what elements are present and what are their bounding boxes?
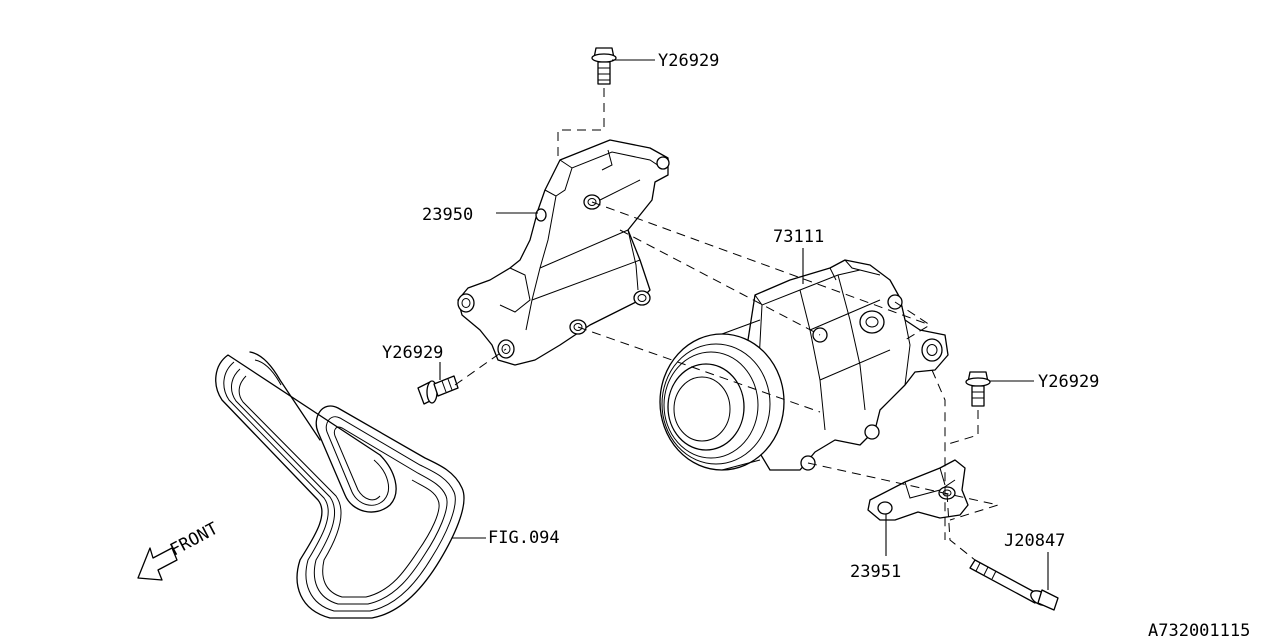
drive-belt (215, 351, 465, 619)
label-belt-ref: FIG.094 (488, 528, 560, 548)
front-label: FRONT (167, 519, 222, 561)
label-bracket-main: 23950 (422, 205, 473, 225)
label-compressor: 73111 (773, 227, 824, 247)
label-bolt-right: Y26929 (1038, 372, 1099, 392)
bolt-top (591, 47, 617, 85)
compressor-lower-bracket (867, 459, 969, 521)
long-bolt (969, 559, 1059, 611)
label-bolt-top: Y26929 (658, 51, 719, 71)
front-arrow-icon (137, 547, 178, 581)
diagram-code: A732001115 (1148, 621, 1250, 640)
compressor-pulley (659, 319, 785, 471)
label-long-bolt: J20847 (1004, 531, 1065, 551)
label-bracket-small: 23951 (850, 562, 901, 582)
bolt-left (417, 375, 459, 405)
ac-compressor (659, 259, 949, 471)
label-bolt-left: Y26929 (382, 343, 443, 363)
bolt-right (965, 371, 991, 407)
assembly-dashed-lines (454, 88, 1000, 561)
compressor-bracket (457, 139, 670, 366)
